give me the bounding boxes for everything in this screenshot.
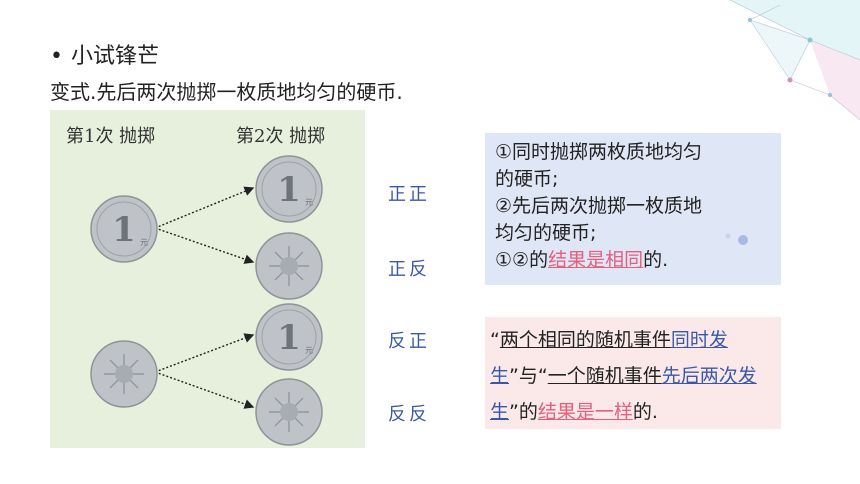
- outcome-heads-heads: 正正: [388, 184, 430, 205]
- svg-text:元: 元: [305, 198, 313, 207]
- outcome-heads-tails: 正反: [388, 259, 430, 280]
- svg-text:1: 1: [277, 318, 301, 358]
- coin-tails-second-1: [255, 232, 323, 300]
- result-same-highlight-2: 结果是一样: [537, 401, 633, 423]
- coin-heads-second-2: 1 元: [255, 303, 323, 371]
- conclusion-text: “两个相同的随机事件同时发生”与“一个随机事件先后两次发生”的结果是一样的.: [490, 329, 757, 423]
- box1-line-4: 均匀的硬币;: [495, 222, 597, 244]
- decorative-dots: [725, 233, 748, 245]
- coin-heads-second-1: 1 元: [255, 155, 323, 223]
- result-same-highlight: 结果是相同: [548, 249, 644, 271]
- slide-heading: • 小试锋芒: [50, 38, 159, 70]
- arrow-heads-heads: [154, 186, 255, 229]
- svg-text:元: 元: [305, 346, 313, 355]
- svg-text:元: 元: [140, 238, 148, 247]
- conclusion-phrase-1: 两个相同的随机事件: [499, 329, 671, 351]
- successive-highlight: 先后两次发生: [490, 365, 757, 423]
- coin-heads-first: 1 元: [90, 195, 158, 263]
- simultaneous-highlight: 同时发生: [490, 329, 728, 387]
- coin-toss-tree-diagram: 第1次 抛掷 第2次 抛掷 1 元 1 元: [50, 110, 365, 448]
- heading-bullet: •: [50, 44, 63, 69]
- coin-tails-second-2: [255, 378, 323, 446]
- outcome-tails-tails: 反反: [388, 404, 430, 425]
- first-toss-header: 第1次 抛掷: [66, 126, 156, 147]
- box1-line-5: ①②的结果是相同的.: [495, 249, 669, 271]
- tree-arrows: [154, 186, 255, 409]
- second-toss-header: 第2次 抛掷: [236, 126, 326, 147]
- coin-tails-first: [90, 340, 158, 408]
- arrow-tails-tails: [154, 371, 255, 409]
- arrow-heads-tails: [154, 227, 255, 264]
- box1-line-3: ②先后两次抛掷一枚质地: [495, 195, 703, 217]
- heading-text: 小试锋芒: [70, 44, 159, 69]
- problem-statement: 变式.先后两次抛掷一枚质地均匀的硬币.: [50, 80, 403, 104]
- box1-line-1: ①同时抛掷两枚质地均匀: [495, 141, 703, 163]
- decorative-network-graphic: [729, 0, 860, 120]
- outcome-tails-heads: 反正: [388, 331, 430, 352]
- svg-text:1: 1: [112, 210, 136, 250]
- conclusion-box-background: [485, 317, 781, 429]
- conclusion-phrase-2: 一个随机事件: [547, 365, 662, 387]
- comparison-box: ①同时抛掷两枚质地均匀 的硬币; ②先后两次抛掷一枚质地 均匀的硬币; ①②的结…: [485, 133, 781, 285]
- arrow-tails-heads: [154, 333, 255, 373]
- svg-text:1: 1: [277, 170, 301, 210]
- box1-line-2: 的硬币;: [495, 168, 559, 190]
